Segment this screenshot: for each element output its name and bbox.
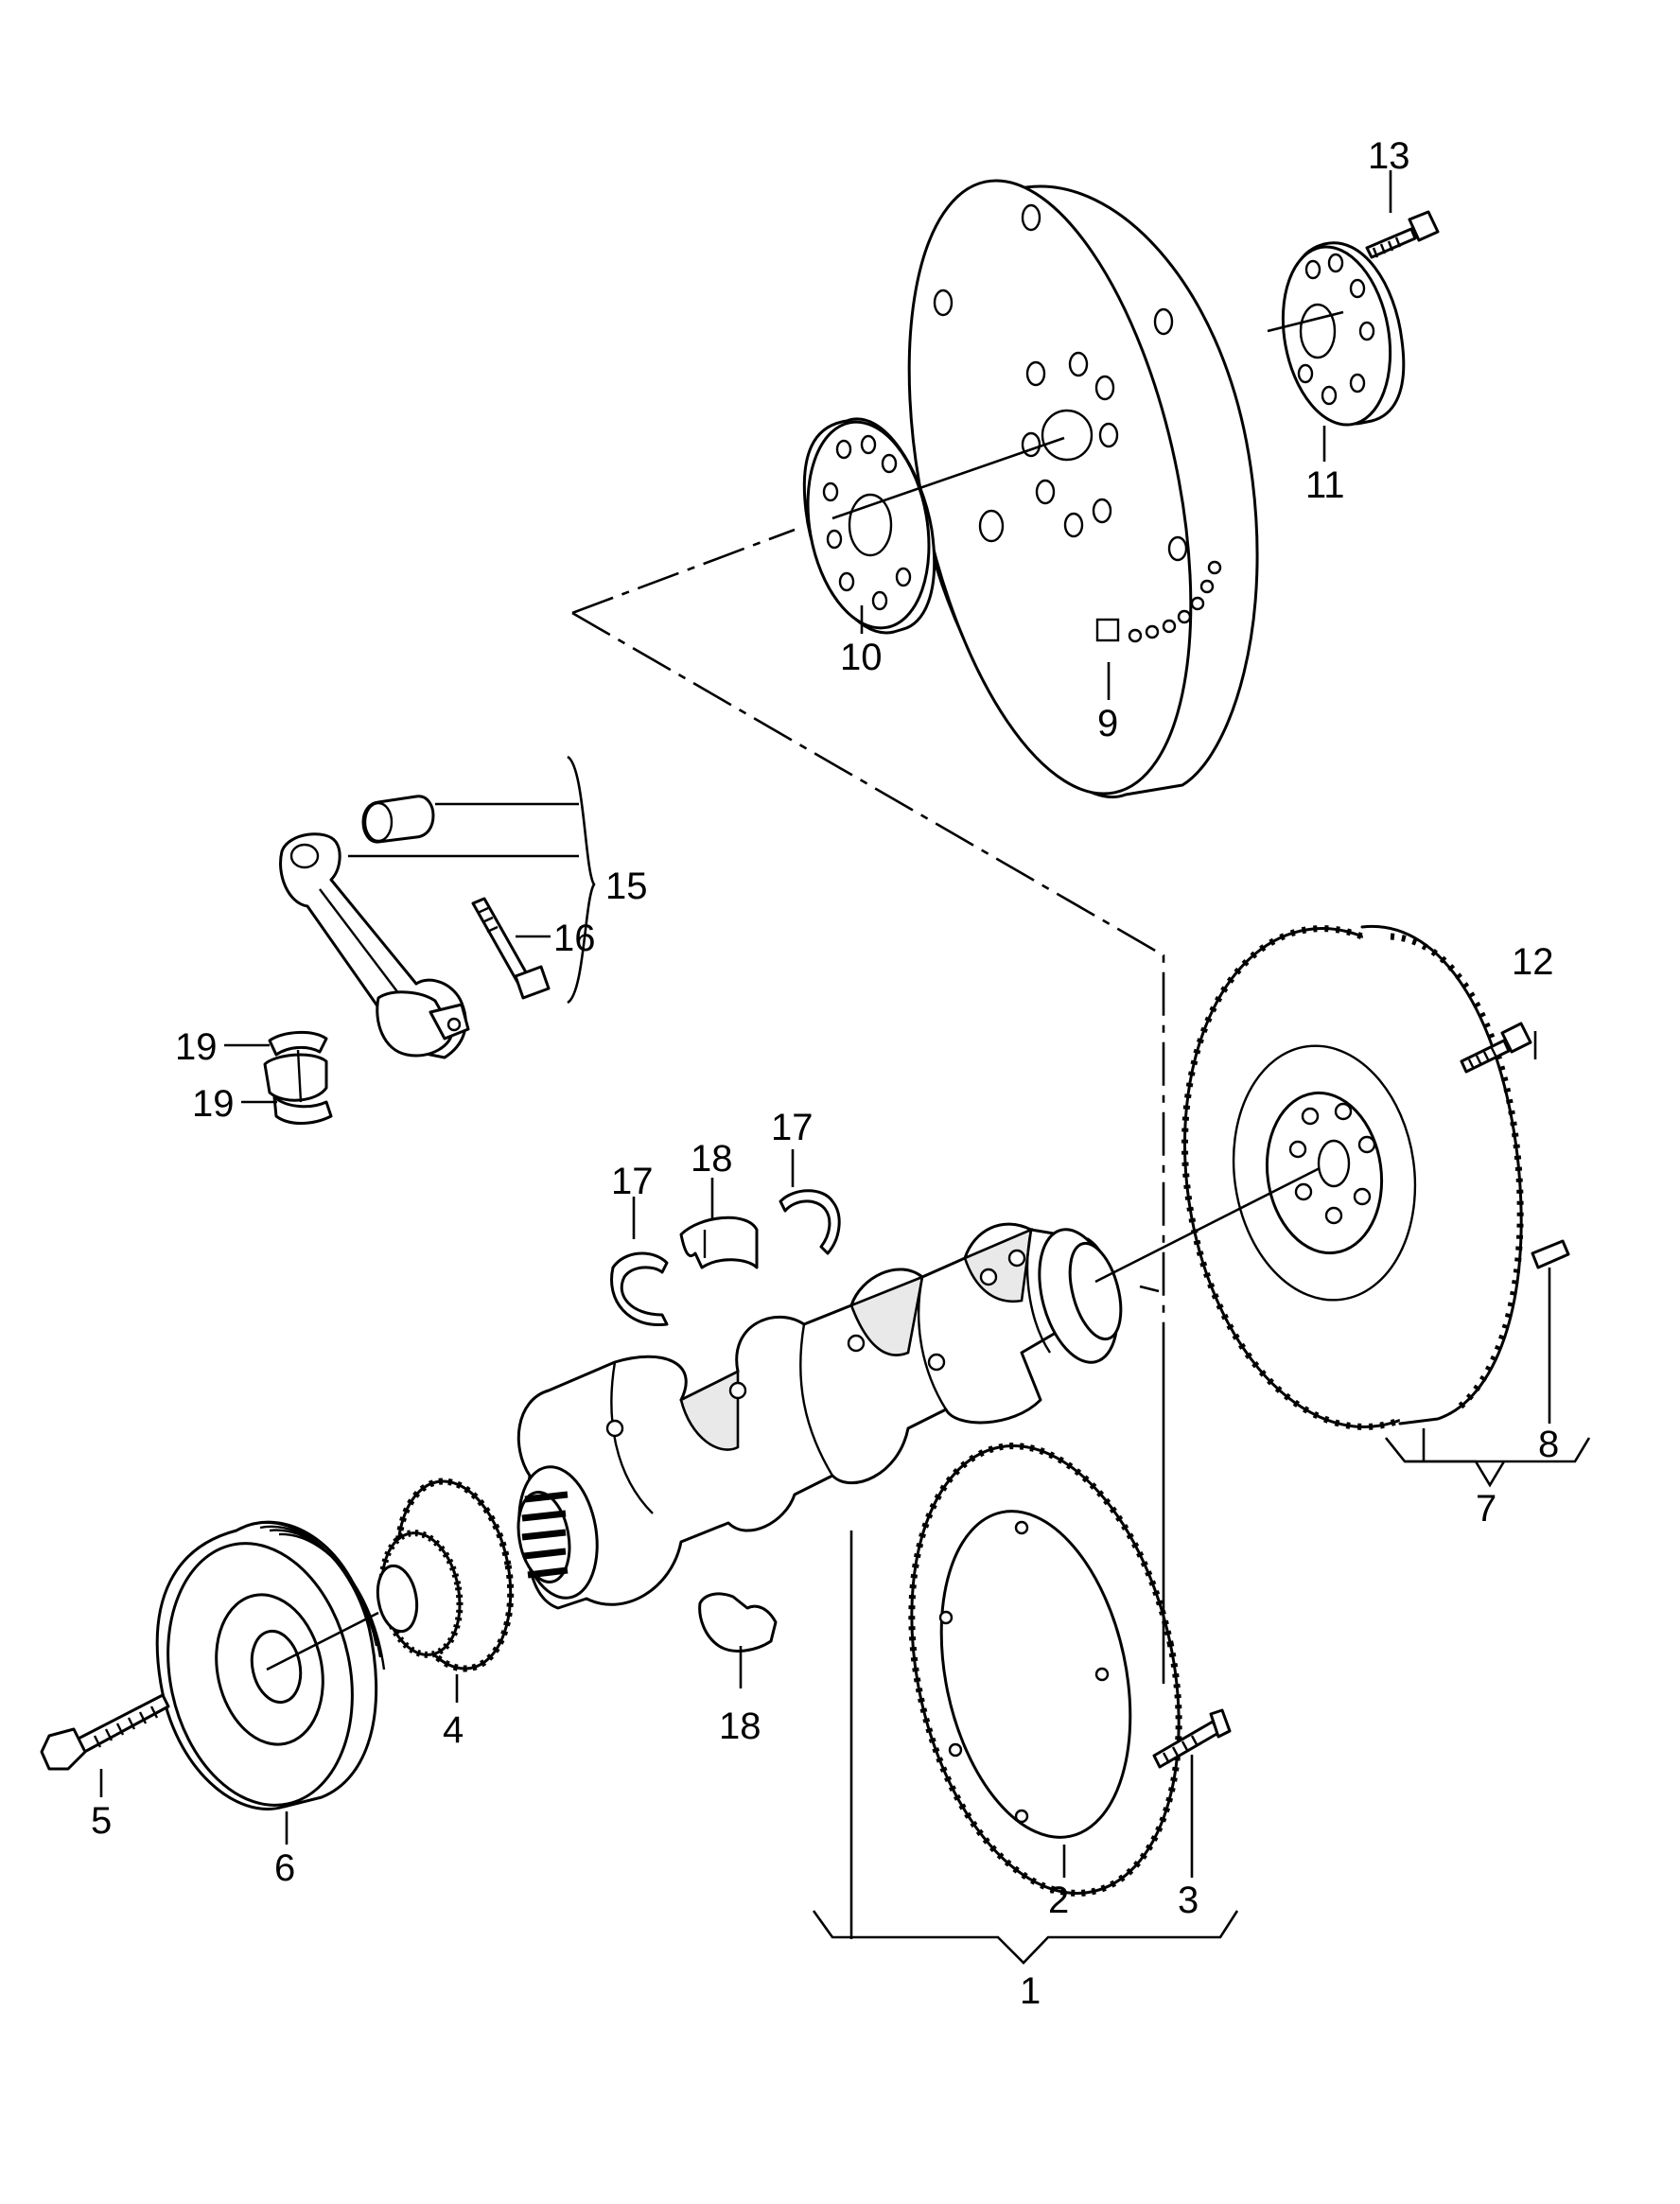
dowel-pin xyxy=(1531,1239,1570,1269)
main-bearing-shell-upper xyxy=(679,1216,759,1269)
callout-6: 6 xyxy=(274,1847,295,1889)
callout-9: 9 xyxy=(1097,703,1118,744)
callout-18-lower: 18 xyxy=(719,1705,761,1747)
callout-11: 11 xyxy=(1305,464,1345,506)
callout-4: 4 xyxy=(443,1709,464,1751)
crankshaft-sprocket xyxy=(376,1478,515,1672)
callout-18-upper: 18 xyxy=(691,1138,733,1180)
con-rod-bolt xyxy=(471,897,551,1000)
callout-2: 2 xyxy=(1048,1880,1069,1921)
ring-gear-plate xyxy=(908,1443,1182,1897)
flywheel-bolt xyxy=(1460,1022,1532,1074)
bolt-13 xyxy=(1365,210,1440,259)
piston-pin-bushing xyxy=(361,795,435,844)
callout-16: 16 xyxy=(553,918,596,959)
callout-17-left: 17 xyxy=(611,1161,654,1202)
thrust-washer-right xyxy=(779,1189,841,1255)
callout-15: 15 xyxy=(605,866,648,907)
callout-12: 12 xyxy=(1512,941,1554,983)
callout-1: 1 xyxy=(1020,1970,1041,2012)
main-bearing-shell-lower xyxy=(698,1592,778,1653)
flywheel xyxy=(1181,924,1524,1430)
callout-labels: 1 2 3 4 5 6 7 8 9 10 11 12 13 15 16 17 1… xyxy=(91,135,1559,2012)
leader-lines xyxy=(99,170,1591,1965)
thrust-washer-left xyxy=(610,1251,669,1327)
ring-gear-bolt xyxy=(1152,1708,1232,1769)
callout-3: 3 xyxy=(1178,1880,1199,1921)
callout-19-lower: 19 xyxy=(192,1083,235,1125)
connecting-rod xyxy=(279,832,470,1059)
callout-13: 13 xyxy=(1368,135,1410,177)
shim-plate-front xyxy=(802,417,936,635)
callout-5: 5 xyxy=(91,1800,112,1842)
pulley-bolt xyxy=(40,1693,170,1771)
callout-19-upper: 19 xyxy=(175,1026,218,1068)
vibration-damper-pulley xyxy=(155,1520,386,1810)
shim-plate-rear xyxy=(1281,241,1406,427)
callout-7: 7 xyxy=(1476,1488,1496,1530)
crankshaft xyxy=(516,1222,1123,1610)
assembly-lines xyxy=(266,310,1344,1684)
callout-17-right: 17 xyxy=(771,1107,814,1148)
drive-plate xyxy=(907,179,1259,798)
callout-10: 10 xyxy=(840,637,883,678)
con-rod-bearing-shells xyxy=(263,1030,333,1125)
callout-8: 8 xyxy=(1538,1424,1559,1465)
